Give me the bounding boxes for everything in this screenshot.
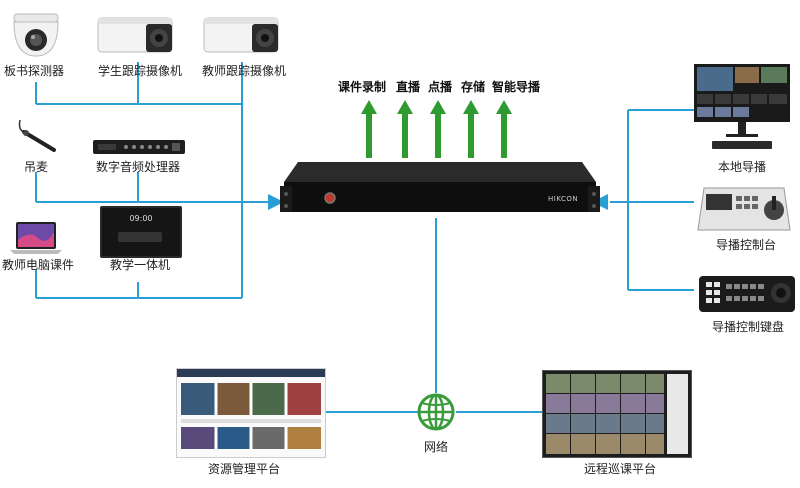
laptop-icon bbox=[10, 222, 62, 254]
output-label-smart-director: 智能导播 bbox=[492, 80, 541, 94]
arrow-up-icon bbox=[496, 100, 512, 158]
arrow-up-icon bbox=[463, 100, 479, 158]
network-label: 网络 bbox=[424, 440, 449, 454]
device-brand: HIKCON bbox=[548, 195, 579, 203]
teacher-camera-label: 教师跟踪摄像机 bbox=[202, 64, 287, 78]
audio-processor-label: 数字音频处理器 bbox=[96, 160, 181, 174]
resource-platform-label: 资源管理平台 bbox=[208, 462, 281, 476]
remote-platform-label: 远程巡课平台 bbox=[584, 462, 657, 476]
director-console-label: 导播控制台 bbox=[716, 238, 777, 252]
input-arrowhead bbox=[268, 194, 284, 210]
director-keyboard-icon bbox=[699, 276, 795, 312]
arrow-up-icon bbox=[361, 100, 377, 158]
power-button-icon bbox=[324, 192, 336, 204]
arrow-up-icon bbox=[397, 100, 413, 158]
output-label-vod: 点播 bbox=[428, 80, 453, 94]
hanging-mic-icon bbox=[18, 119, 56, 152]
director-workstation-icon bbox=[694, 64, 790, 149]
output-label-storage: 存储 bbox=[461, 80, 486, 94]
remote-platform-thumbnail bbox=[542, 370, 692, 458]
resource-platform-thumbnail bbox=[176, 368, 326, 458]
teaching-display-icon: 09:00 bbox=[100, 206, 182, 258]
audio-processor-icon bbox=[93, 140, 185, 154]
output-label-recording: 课件录制 bbox=[338, 80, 387, 94]
bullet-camera-icon bbox=[97, 17, 173, 53]
board-detector-label: 板书探测器 bbox=[4, 64, 65, 78]
display-time: 09:00 bbox=[129, 214, 153, 223]
arrow-up-icon bbox=[430, 100, 446, 158]
bullet-camera-icon bbox=[203, 17, 279, 53]
hanging-mic-label: 吊麦 bbox=[24, 160, 49, 174]
director-keyboard-label: 导播控制键盘 bbox=[712, 320, 785, 334]
teaching-display-label: 教学一体机 bbox=[110, 258, 171, 272]
dome-camera-icon bbox=[13, 13, 59, 57]
output-arrows bbox=[361, 100, 512, 158]
local-director-label: 本地导播 bbox=[718, 160, 767, 174]
student-camera-label: 学生跟踪摄像机 bbox=[98, 64, 183, 78]
globe-icon bbox=[417, 393, 455, 431]
output-label-live: 直播 bbox=[396, 80, 421, 94]
teacher-pc-label: 教师电脑课件 bbox=[2, 258, 75, 272]
director-arrowhead bbox=[592, 194, 608, 210]
recording-host-device bbox=[280, 162, 600, 212]
director-console-icon bbox=[697, 187, 791, 231]
